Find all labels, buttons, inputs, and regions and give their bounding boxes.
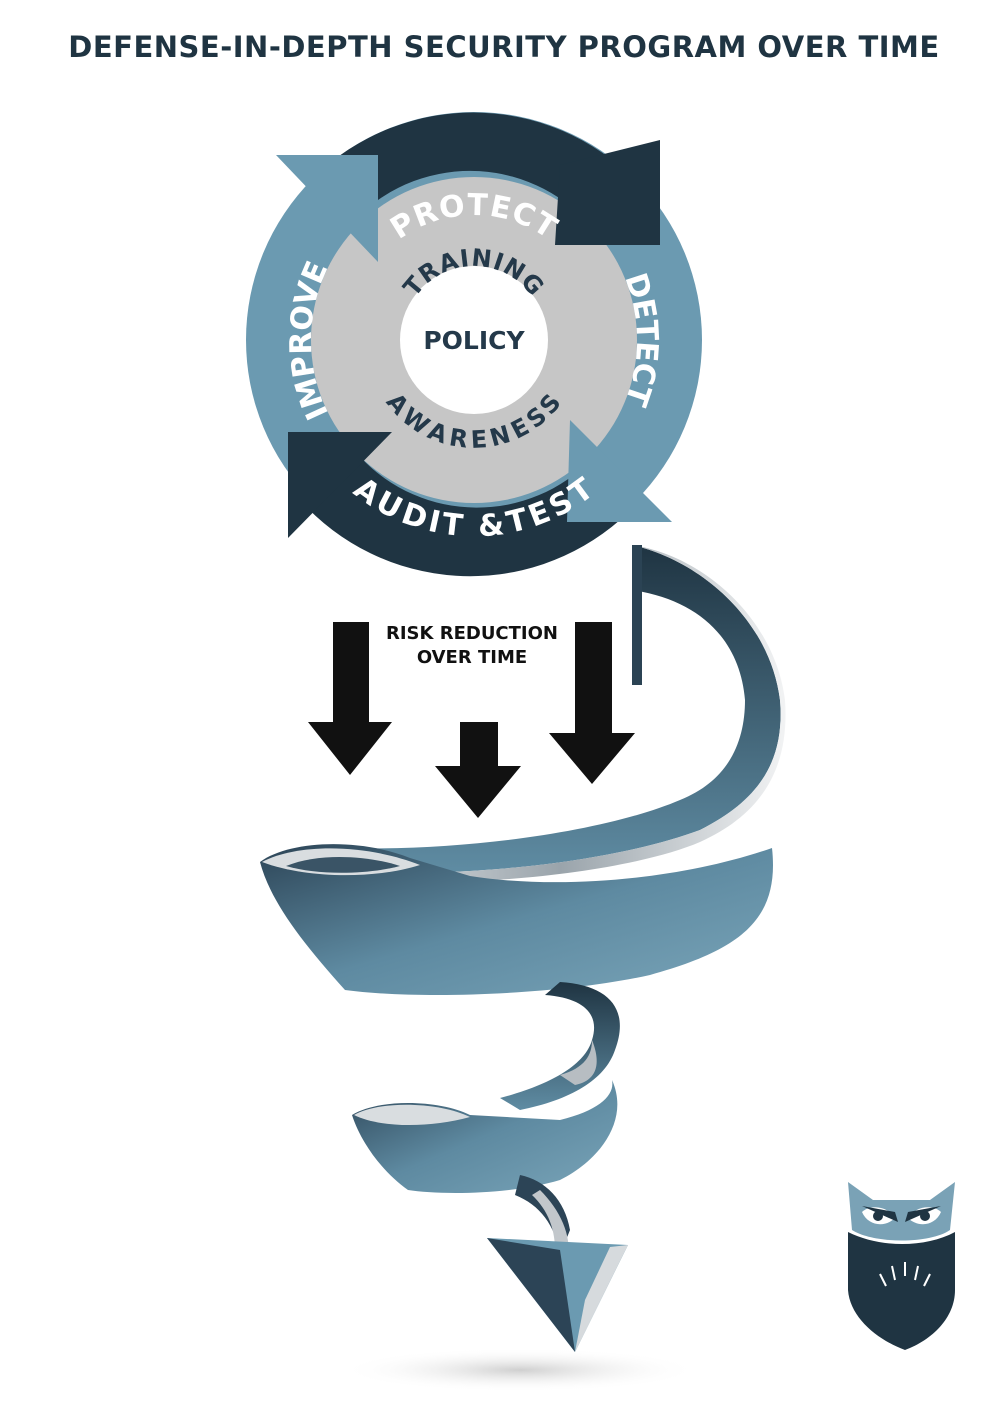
audit-band: [300, 445, 620, 577]
ribbon-wide-inner: [286, 856, 400, 873]
page-title: DEFENSE-IN-DEPTH SECURITY PROGRAM OVER T…: [68, 30, 940, 64]
arrow-improve: [276, 155, 378, 262]
ribbon-lower-edge: [560, 1040, 597, 1085]
spiral-ribbon: [260, 545, 786, 1392]
ribbon-lower-coil: [500, 982, 620, 1110]
ribbon-second-loop: [352, 1080, 618, 1193]
down-arrow-right: [549, 622, 635, 784]
policy-core: [400, 266, 548, 414]
cycle-diagram: PROTECT DETECT AUDIT &TEST IMPROVE TRAIN…: [246, 112, 702, 577]
ribbon-top-face: [632, 545, 642, 685]
ribbon-arrowhead-shade: [487, 1238, 575, 1352]
ribbon-wide-band: [260, 844, 773, 995]
down-arrow-left: [308, 622, 392, 775]
arrow-detect: [567, 420, 672, 522]
core-label-policy: POLICY: [423, 326, 525, 355]
arrow-audit: [288, 432, 392, 538]
ribbon-second-lip: [354, 1104, 470, 1126]
risk-label-line1: RISK REDUCTION: [385, 623, 558, 644]
ribbon-arrowhead-edge: [575, 1245, 628, 1352]
risk-arrows: [308, 622, 635, 818]
risk-label-line2: OVER TIME: [416, 647, 528, 668]
owl-shield-logo: [848, 1182, 955, 1350]
ground-shadow: [340, 1348, 700, 1392]
risk-reduction-label: RISK REDUCTION OVER TIME: [372, 622, 572, 670]
down-arrow-center: [435, 722, 521, 818]
arrow-protect: [555, 140, 660, 245]
